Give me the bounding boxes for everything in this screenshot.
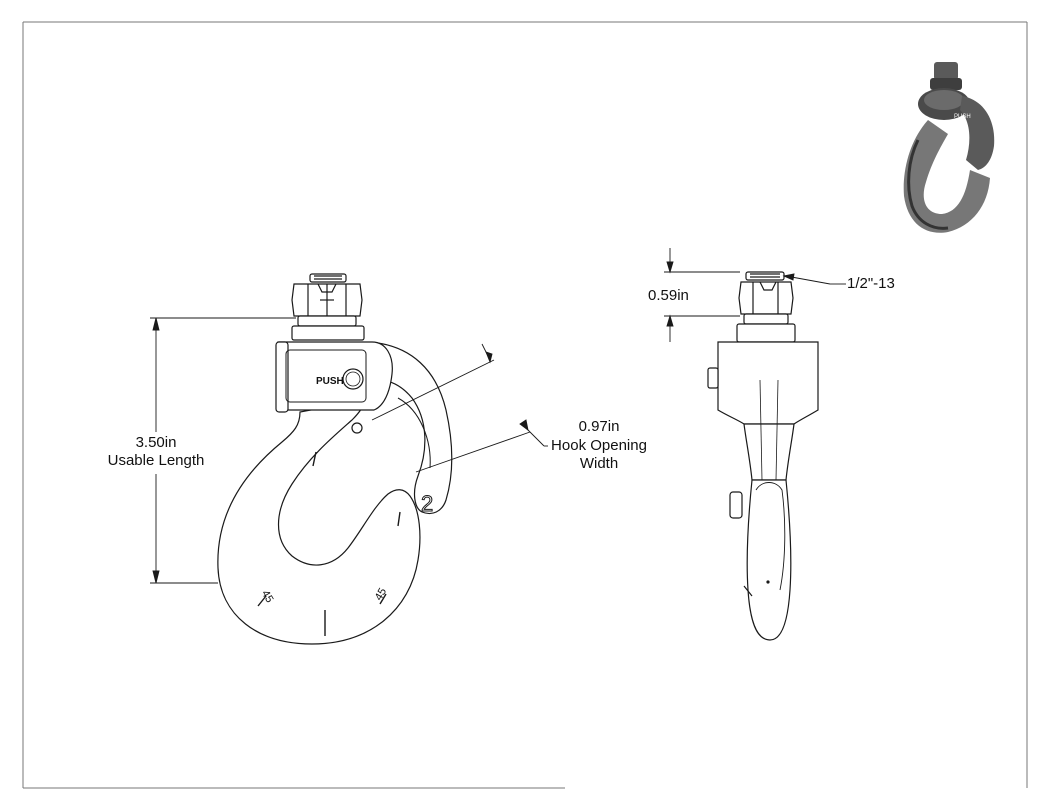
hook-front-view <box>217 273 453 645</box>
hook-opening-label-2: Width <box>579 455 619 472</box>
washer <box>297 315 357 327</box>
latch-number: 2 <box>421 491 433 516</box>
nut-height-dimension <box>664 248 740 342</box>
side-latch <box>729 491 743 519</box>
latch-spring <box>377 342 453 515</box>
swivel-yoke <box>277 341 393 411</box>
hook-side-view <box>707 271 819 641</box>
usable-length-dimension <box>150 317 296 584</box>
sheet-border <box>22 21 1028 789</box>
wear-mark-left-label: 45 <box>259 588 276 605</box>
wear-marks <box>257 451 401 636</box>
side-thread-stud <box>745 271 785 281</box>
hook-body <box>217 399 421 645</box>
thread-size-callout: 1/2"-13 <box>847 275 895 292</box>
hook-opening-dimension <box>371 343 548 473</box>
castle-nut <box>291 283 363 317</box>
push-label: PUSH <box>316 376 344 387</box>
side-castle-nut <box>738 281 794 315</box>
wear-mark-right-label: 45 <box>373 586 390 603</box>
side-hook-profile <box>746 479 792 641</box>
thread-leader <box>782 273 846 285</box>
collar <box>291 325 365 341</box>
nut-height-value: 0.59in <box>648 287 689 304</box>
svg-text:PUSH: PUSH <box>954 114 971 120</box>
side-yoke <box>717 341 819 425</box>
hook-opening-label-1: Hook Opening <box>551 437 647 454</box>
side-shank <box>743 423 795 481</box>
usable-length-value: 3.50in <box>135 434 177 451</box>
hook-opening-value: 0.97in <box>578 418 620 435</box>
latch-pivot <box>351 422 363 434</box>
hook-isometric-view: PUSH <box>903 62 995 233</box>
thread-stud <box>309 273 347 283</box>
usable-length-label: Usable Length <box>107 452 205 469</box>
